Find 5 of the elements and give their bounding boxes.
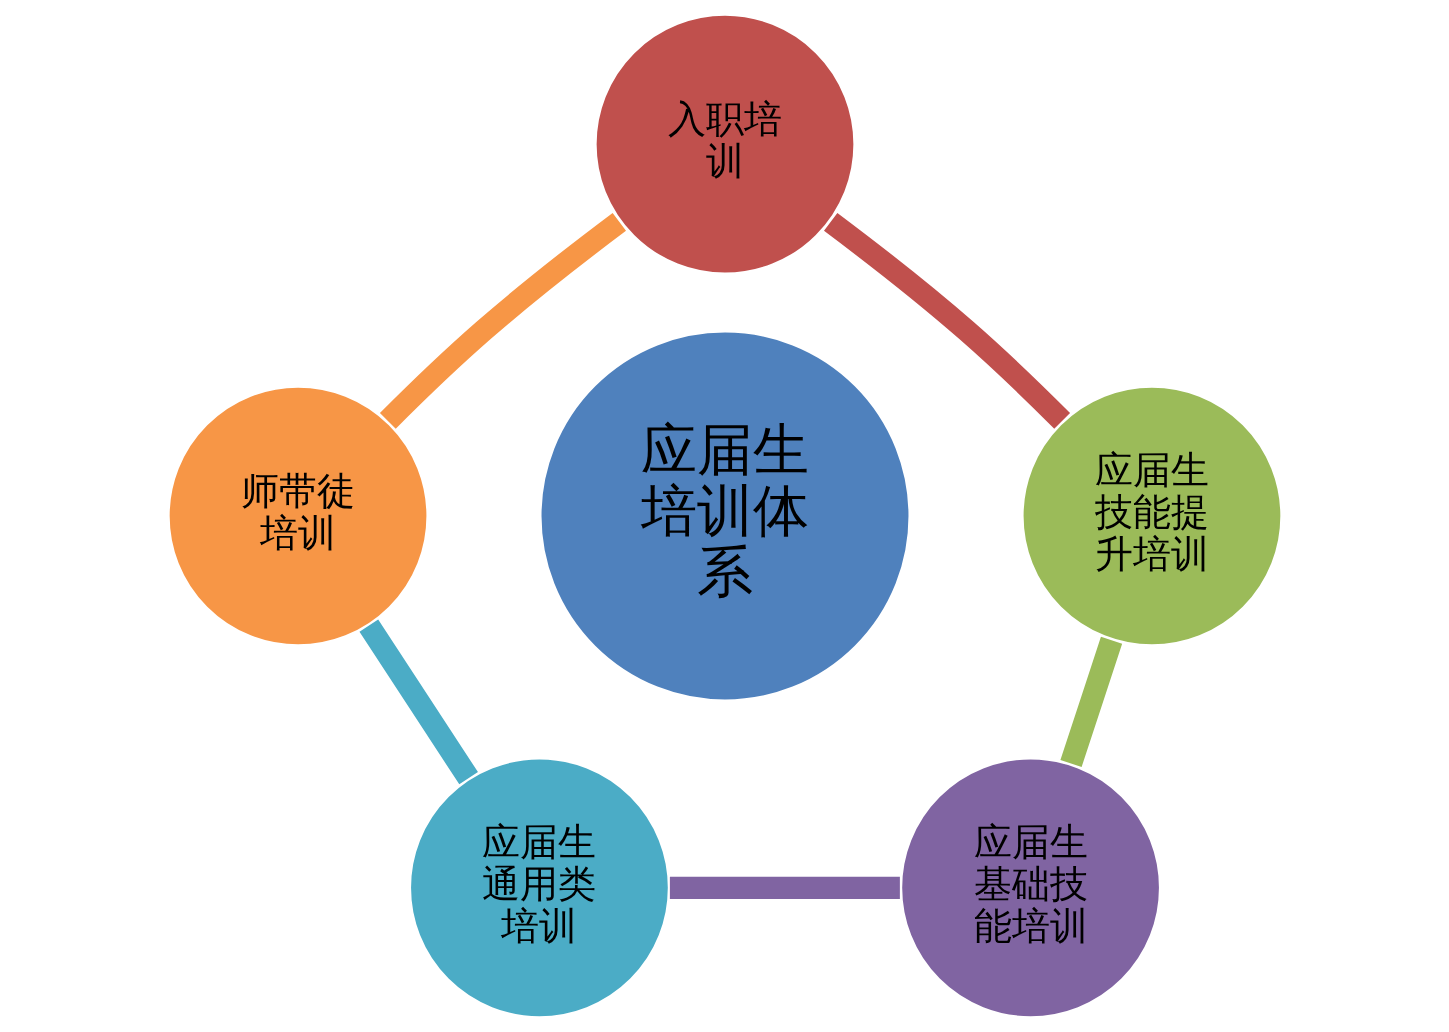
- connector: [379, 212, 626, 429]
- connector: [1059, 636, 1122, 767]
- connector: [359, 619, 478, 785]
- connector: [823, 212, 1070, 429]
- connector: [669, 876, 900, 899]
